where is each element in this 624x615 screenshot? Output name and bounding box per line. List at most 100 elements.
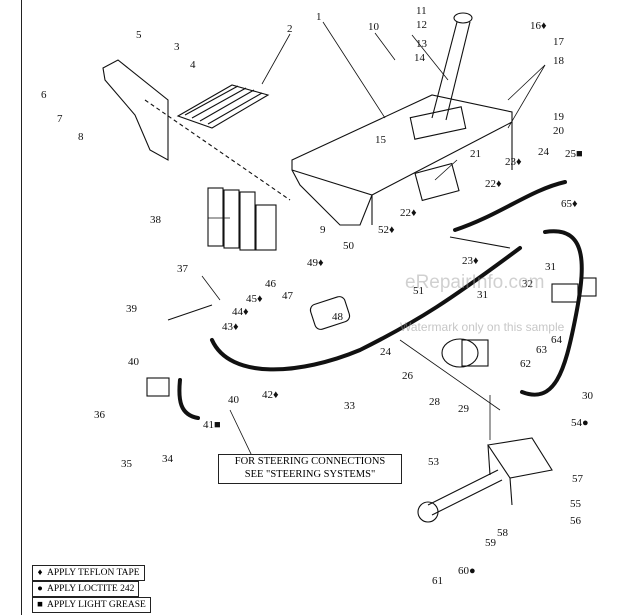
drive-shaft (417, 469, 503, 523)
callout-c26: 26 (402, 370, 414, 382)
callout-c44: 44♦ (232, 306, 249, 318)
legend-loctite: ● APPLY LOCTITE 242 (32, 581, 140, 597)
callout-c54: 54● (571, 417, 589, 429)
callout-c13: 13 (416, 38, 428, 50)
callout-c24b: 24 (380, 346, 392, 358)
callout-c24a: 24 (538, 146, 550, 158)
callout-c5: 5 (136, 29, 142, 41)
legend-teflon-tape: ♦APPLY TEFLON TAPE (32, 565, 145, 581)
callout-c41: 41■ (203, 419, 221, 431)
legend-label: APPLY LOCTITE 242 (47, 584, 135, 594)
callout-c47: 47 (282, 290, 294, 302)
callout-c38: 38 (150, 214, 162, 226)
callout-c65: 65♦ (561, 198, 578, 210)
hose-41 (177, 378, 200, 420)
callout-c52: 52♦ (378, 224, 395, 236)
callout-c7: 7 (57, 113, 63, 125)
legend-label: APPLY LIGHT GREASE (47, 600, 146, 610)
square-icon: ■ (37, 600, 43, 610)
callout-c6: 6 (41, 89, 47, 101)
callout-c14: 14 (414, 52, 426, 64)
hose-33 (210, 246, 522, 372)
callout-c16: 16♦ (530, 20, 547, 32)
note-line-2: SEE "STEERING SYSTEMS" (244, 469, 376, 480)
steering-valve (146, 377, 170, 397)
callout-c15: 15 (375, 134, 387, 146)
callout-c36: 36 (94, 409, 106, 421)
callout-c31a: 31 (545, 261, 556, 273)
callout-c46: 46 (265, 278, 277, 290)
callout-c32: 32 (522, 278, 533, 290)
tank-fitting (414, 162, 460, 202)
callout-c55: 55 (570, 498, 582, 510)
callout-c20: 20 (553, 125, 565, 137)
callout-c21: 21 (470, 148, 481, 160)
callout-c19: 19 (553, 111, 565, 123)
support-bracket (102, 59, 291, 201)
callout-c60: 60● (458, 565, 476, 577)
callout-c53: 53 (428, 456, 440, 468)
callout-c22b: 22♦ (400, 207, 417, 219)
callout-c62: 62 (520, 358, 531, 370)
callout-c42: 42♦ (262, 389, 279, 401)
pump-mount-bracket (487, 437, 553, 506)
callout-c3: 3 (174, 41, 180, 53)
diamond-icon: ♦ (37, 568, 43, 578)
callout-c9: 9 (320, 224, 326, 236)
callout-c23b: 23♦ (462, 255, 479, 267)
hydraulic-tank (291, 94, 513, 226)
callout-c49: 49♦ (307, 257, 324, 269)
callout-c33: 33 (344, 400, 356, 412)
filler-tube (431, 12, 473, 121)
callout-c61: 61 (432, 575, 443, 587)
fitting-block (551, 277, 597, 303)
callout-c58: 58 (497, 527, 509, 539)
callout-c50: 50 (343, 240, 355, 252)
watermark-text: eRepairInfo.com (405, 272, 545, 293)
callout-c4: 4 (190, 59, 196, 71)
callout-c1: 1 (316, 11, 322, 23)
note-line-1: FOR STEERING CONNECTIONS (234, 456, 386, 467)
step-plate (176, 84, 270, 129)
steering-connections-note: FOR STEERING CONNECTIONS SEE "STEERING S… (218, 454, 402, 484)
watermark-subtext: Watermark only on this sample (400, 320, 565, 334)
callout-c29: 29 (458, 403, 470, 415)
dot-icon: ● (37, 584, 43, 594)
callout-c59: 59 (485, 537, 497, 549)
callout-c56: 56 (570, 515, 582, 527)
callout-c63: 63 (536, 344, 548, 356)
callout-c48: 48 (332, 311, 344, 323)
callout-c39: 39 (126, 303, 138, 315)
callout-c51: 51 (413, 285, 424, 297)
page-frame-line (21, 0, 22, 615)
callout-c34: 34 (162, 453, 174, 465)
callout-c23a: 23♦ (505, 156, 522, 168)
legend-light-grease: ■ APPLY LIGHT GREASE (32, 597, 151, 613)
callout-c18: 18 (553, 55, 565, 67)
hose-25 (453, 180, 567, 232)
callout-c35: 35 (121, 458, 133, 470)
callout-c31b: 31 (477, 289, 488, 301)
callout-c30: 30 (582, 390, 594, 402)
callout-c2: 2 (287, 23, 293, 35)
callout-c64: 64 (551, 334, 563, 346)
callout-c8: 8 (78, 131, 84, 143)
callout-c57: 57 (572, 473, 584, 485)
oil-filter (309, 296, 351, 330)
callout-c43: 43♦ (222, 321, 239, 333)
callout-c40b: 40 (228, 394, 240, 406)
hose-30 (520, 229, 584, 397)
callout-c28: 28 (429, 396, 441, 408)
callout-c45: 45♦ (246, 293, 263, 305)
callout-c17: 17 (553, 36, 565, 48)
callout-c40a: 40 (128, 356, 140, 368)
hydraulic-pump (441, 338, 489, 368)
callout-c37: 37 (177, 263, 189, 275)
callout-c12: 12 (416, 19, 427, 31)
callout-c22a: 22♦ (485, 178, 502, 190)
callout-c25: 25■ (565, 148, 583, 160)
callout-c10: 10 (368, 21, 380, 33)
callout-c11: 11 (416, 5, 427, 17)
control-valve-bank (207, 187, 277, 251)
